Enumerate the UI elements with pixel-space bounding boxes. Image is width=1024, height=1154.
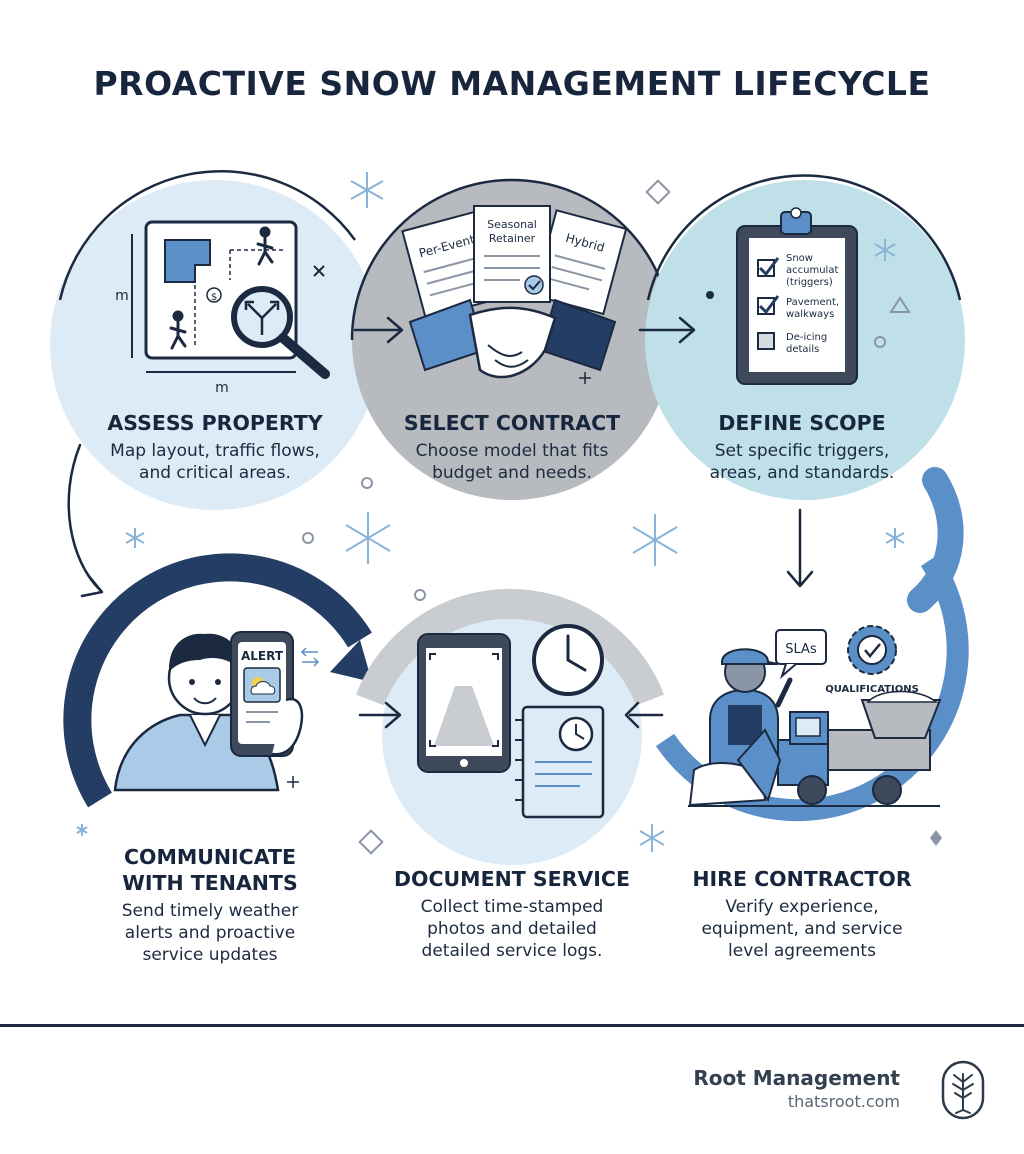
- svg-text:(triggers): (triggers): [786, 277, 833, 288]
- svg-text:QUALIFICATIONS: QUALIFICATIONS: [825, 684, 919, 695]
- hire-ring: [655, 467, 969, 870]
- svg-text:walkways: walkways: [786, 309, 834, 320]
- svg-text:Snow: Snow: [786, 253, 813, 264]
- svg-text:$: $: [211, 292, 217, 303]
- step-assess: ASSESS PROPERTY Map layout, traffic flow…: [60, 410, 370, 484]
- step-title: ASSESS PROPERTY: [107, 411, 323, 435]
- svg-text:SLAs: SLAs: [785, 642, 817, 657]
- step-define-scope: DEFINE SCOPE Set specific triggers,areas…: [652, 410, 952, 484]
- tenant-alert-icon: ALERT: [113, 631, 320, 792]
- svg-text:De-icing: De-icing: [786, 332, 827, 343]
- svg-text:m: m: [115, 288, 129, 304]
- company-url[interactable]: thatsroot.com: [787, 1092, 900, 1111]
- contract-handshake-icon: Per-Event Hybrid Seasonal Retainer: [401, 205, 628, 384]
- svg-text:ALERT: ALERT: [241, 649, 284, 663]
- company-name: Root Management: [693, 1066, 900, 1090]
- step-title: DOCUMENT SERVICE: [394, 867, 630, 891]
- page-title: PROACTIVE SNOW MANAGEMENT LIFECYCLE: [93, 64, 931, 103]
- svg-text:Retainer: Retainer: [489, 232, 536, 245]
- contractor-truck-icon: SLAs QUALIFICATIONS: [688, 625, 942, 846]
- decorative-shapes: [302, 179, 911, 855]
- svg-text:m: m: [215, 380, 229, 396]
- step-description: Verify experience,equipment, and service…: [701, 897, 903, 961]
- svg-text:Seasonal: Seasonal: [487, 218, 537, 231]
- svg-text:details: details: [786, 344, 819, 355]
- svg-text:accumulat: accumulat: [786, 265, 838, 276]
- snowflake-icon: [76, 172, 905, 852]
- step-hire-contractor: HIRE CONTRACTOR Verify experience,equipm…: [652, 866, 952, 962]
- step-description: Set specific triggers,areas, and standar…: [709, 441, 895, 483]
- step-title: DEFINE SCOPE: [718, 411, 886, 435]
- svg-text:Pavement,: Pavement,: [786, 297, 839, 308]
- flow-arrows: [67, 316, 814, 729]
- step-description: Map layout, traffic flows,and critical a…: [110, 441, 320, 483]
- property-map-icon: m m $: [115, 220, 330, 396]
- footer-divider: [0, 1024, 1024, 1027]
- service-log-icon: [417, 624, 605, 819]
- communicate-ring: [63, 553, 372, 852]
- scope-checklist-icon: Snow accumulat (triggers) Pavement, walk…: [736, 207, 858, 385]
- tree-logo-icon: [941, 1060, 985, 1120]
- step-title: HIRE CONTRACTOR: [692, 867, 912, 891]
- step-title: SELECT CONTRACT: [403, 411, 621, 435]
